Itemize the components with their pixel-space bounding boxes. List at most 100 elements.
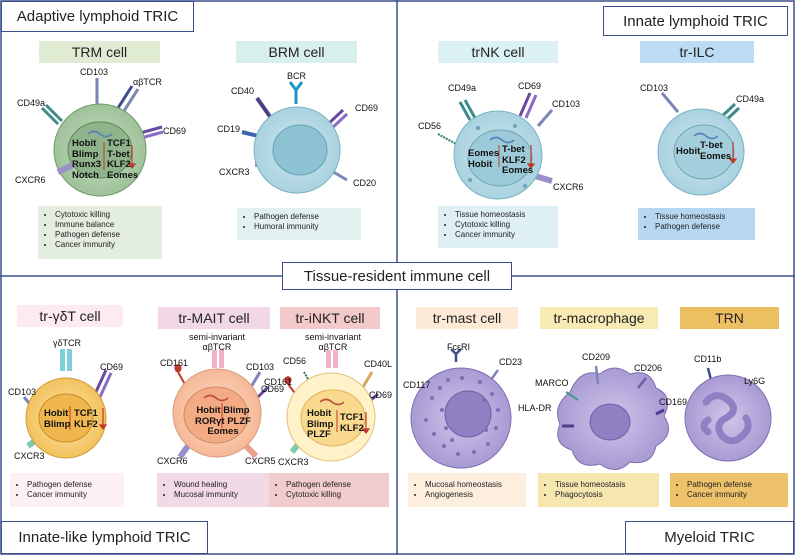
trmait-marker-cxcr6: CXCR6 bbox=[157, 456, 188, 466]
trmac-header: tr-macrophage bbox=[553, 310, 645, 326]
trilc-function-bg bbox=[638, 208, 755, 240]
brm-marker-cd19: CD19 bbox=[217, 124, 241, 134]
trinkt-marker-cd161: CD161 bbox=[264, 377, 293, 387]
trn-header: TRN bbox=[715, 310, 744, 326]
trgdt-marker-gdtcr: γδTCR bbox=[53, 338, 82, 348]
trnk-function-bg bbox=[438, 206, 558, 248]
trmac-marker-cd209: CD209 bbox=[582, 352, 611, 362]
trinkt-header-bg bbox=[280, 307, 380, 329]
trmac-cell-graphic bbox=[557, 365, 669, 470]
trinkt-receptor: semi-invariant αβTCR bbox=[304, 332, 362, 352]
brm-functions: Pathogen defense Humoral immunity bbox=[237, 208, 361, 235]
trmac-function-bg bbox=[538, 473, 659, 507]
trmait-header-bg bbox=[158, 307, 270, 329]
trgdt-factor-up: Hobit bbox=[44, 408, 69, 419]
trn-header-bg bbox=[680, 307, 779, 329]
trnk-function-item: Cytotoxic killing bbox=[455, 220, 552, 230]
trgdt-factor-down: KLF2 bbox=[74, 418, 98, 430]
trnk-factor-down: T-bet bbox=[502, 144, 525, 155]
trm-function-item: Cytotoxic killing bbox=[55, 210, 156, 220]
trmait-marker-cd103: CD103 bbox=[246, 362, 275, 372]
trm-factor-down: KLF2 bbox=[107, 159, 131, 170]
trnk-function-item: Tissue homeostasis bbox=[455, 210, 552, 220]
brm-marker-cd40: CD40 bbox=[231, 86, 255, 96]
trgdt-factor-down: TCF1 bbox=[74, 408, 98, 419]
trmait-receptor: semi-invariant αβTCR bbox=[188, 332, 246, 352]
trgdt-function-item: Pathogen defense bbox=[27, 480, 118, 490]
trilc-factors-up: Hobit bbox=[676, 146, 701, 158]
trm-factors-down: TCF1 T-bet KLF2 Eomes bbox=[107, 138, 138, 181]
trnk-marker-cd49a: CD49a bbox=[448, 83, 477, 93]
trmait-function-item: Wound healing bbox=[174, 480, 263, 490]
trmait-factors-up: Hobit Blimp RORγt PLZF Eomes bbox=[195, 405, 251, 438]
trilc-header-bg bbox=[640, 41, 754, 63]
trm-marker-abtcr: αβTCR bbox=[133, 77, 162, 87]
trm-header-bg bbox=[39, 41, 160, 63]
trinkt-function-bg bbox=[269, 473, 389, 507]
trgdt-marker-cd103: CD103 bbox=[8, 387, 37, 397]
center-title: Tissue-resident immune cell bbox=[282, 262, 512, 290]
trinkt-header: tr-iNKT cell bbox=[295, 310, 365, 326]
trnk-factors-up: Eomes Hobit bbox=[468, 148, 500, 170]
brm-function-item: Pathogen defense bbox=[254, 212, 355, 222]
trnk-header-bg bbox=[438, 41, 558, 63]
trm-marker-cd103: CD103 bbox=[80, 67, 109, 77]
trn-cell-graphic bbox=[684, 367, 772, 462]
trmac-header-bg bbox=[540, 307, 658, 329]
trinkt-marker-cxcr3: CXCR3 bbox=[278, 457, 309, 467]
trmast-marker-fceri: FcεRI bbox=[447, 342, 471, 352]
quadrant-title-adaptive: Adaptive lymphoid TRIC bbox=[1, 1, 194, 32]
trilc-functions: Tissue homeostasis Pathogen defense bbox=[638, 208, 755, 235]
trmait-header: tr-MAIT cell bbox=[178, 310, 250, 326]
trm-marker-cd49a: CD49a bbox=[17, 98, 46, 108]
trgdt-factors-down: TCF1 KLF2 bbox=[74, 408, 98, 430]
trmait-marker-cd69: CD69 bbox=[261, 384, 285, 394]
trmast-marker-cd117: CD117 bbox=[403, 380, 431, 390]
trmast-function-item: Mucosal homeostasis bbox=[425, 480, 520, 490]
trn-marker-cd11b: CD11b bbox=[694, 354, 722, 364]
trnk-factor-up: Hobit bbox=[468, 158, 493, 170]
trnk-marker-cxcr6: CXCR6 bbox=[553, 182, 584, 192]
regulation-arrows bbox=[98, 142, 738, 434]
trgdt-cell-graphic bbox=[22, 349, 113, 459]
trilc-factor-up: Hobit bbox=[676, 146, 701, 157]
trnk-factor-up: Eomes bbox=[468, 148, 500, 159]
trinkt-factors-up: Hobit Blimp PLZF bbox=[307, 408, 334, 441]
trmac-marker-hla-dr: HLA-DR bbox=[518, 403, 552, 413]
quadrant-title-myeloid: Myeloid TRIC bbox=[625, 521, 794, 554]
trm-marker-cxcr6: CXCR6 bbox=[15, 175, 46, 185]
quadrant-title-innate-like: Innate-like lymphoid TRIC bbox=[1, 521, 208, 554]
trgdt-factors-up: Hobit Blimp bbox=[44, 408, 70, 430]
trilc-factor-down: Eomes bbox=[700, 150, 732, 162]
brm-header: BRM cell bbox=[268, 44, 325, 60]
trm-factor-up: Hobit bbox=[72, 138, 97, 149]
trgdt-marker-cxcr3: CXCR3 bbox=[14, 451, 45, 461]
trmast-functions: Mucosal homeostasis Angiogenesis bbox=[408, 476, 526, 503]
trilc-cell-graphic bbox=[657, 92, 745, 196]
trmast-header: tr-mast cell bbox=[432, 310, 502, 326]
trinkt-cell-graphic bbox=[284, 350, 379, 462]
trinkt-factor-up: Blimp bbox=[307, 418, 334, 430]
trm-marker-cd69: CD69 bbox=[163, 126, 187, 136]
trmast-marker-cd23: CD23 bbox=[499, 357, 523, 367]
trm-factor-up: Blimp bbox=[72, 148, 99, 160]
trm-factor-down: TCF1 bbox=[107, 138, 131, 149]
brm-cell-graphic bbox=[241, 81, 349, 194]
trmac-marker-cd206: CD206 bbox=[634, 363, 663, 373]
trinkt-factor-up: Hobit bbox=[307, 408, 332, 419]
trmast-header-bg bbox=[416, 307, 518, 329]
trinkt-functions: Pathogen defense Cytotoxic killing bbox=[269, 476, 389, 503]
trgdt-marker-cd69: CD69 bbox=[100, 362, 124, 372]
brm-function-bg bbox=[237, 208, 361, 240]
trgdt-function-item: Cancer immunity bbox=[27, 490, 118, 500]
trilc-function-item: Tissue homeostasis bbox=[655, 212, 749, 222]
trm-function-item: Cancer immunity bbox=[55, 240, 156, 250]
trilc-function-item: Pathogen defense bbox=[655, 222, 749, 232]
trmac-functions: Tissue homeostasis Phagocytosis bbox=[538, 476, 659, 503]
brm-header-bg bbox=[236, 41, 357, 63]
trm-function-item: Pathogen defense bbox=[55, 230, 156, 240]
trilc-factors-down: T-bet Eomes bbox=[700, 140, 732, 162]
trilc-marker-cd103: CD103 bbox=[640, 83, 669, 93]
trnk-factors-down: T-bet KLF2 Eomes bbox=[502, 144, 533, 177]
